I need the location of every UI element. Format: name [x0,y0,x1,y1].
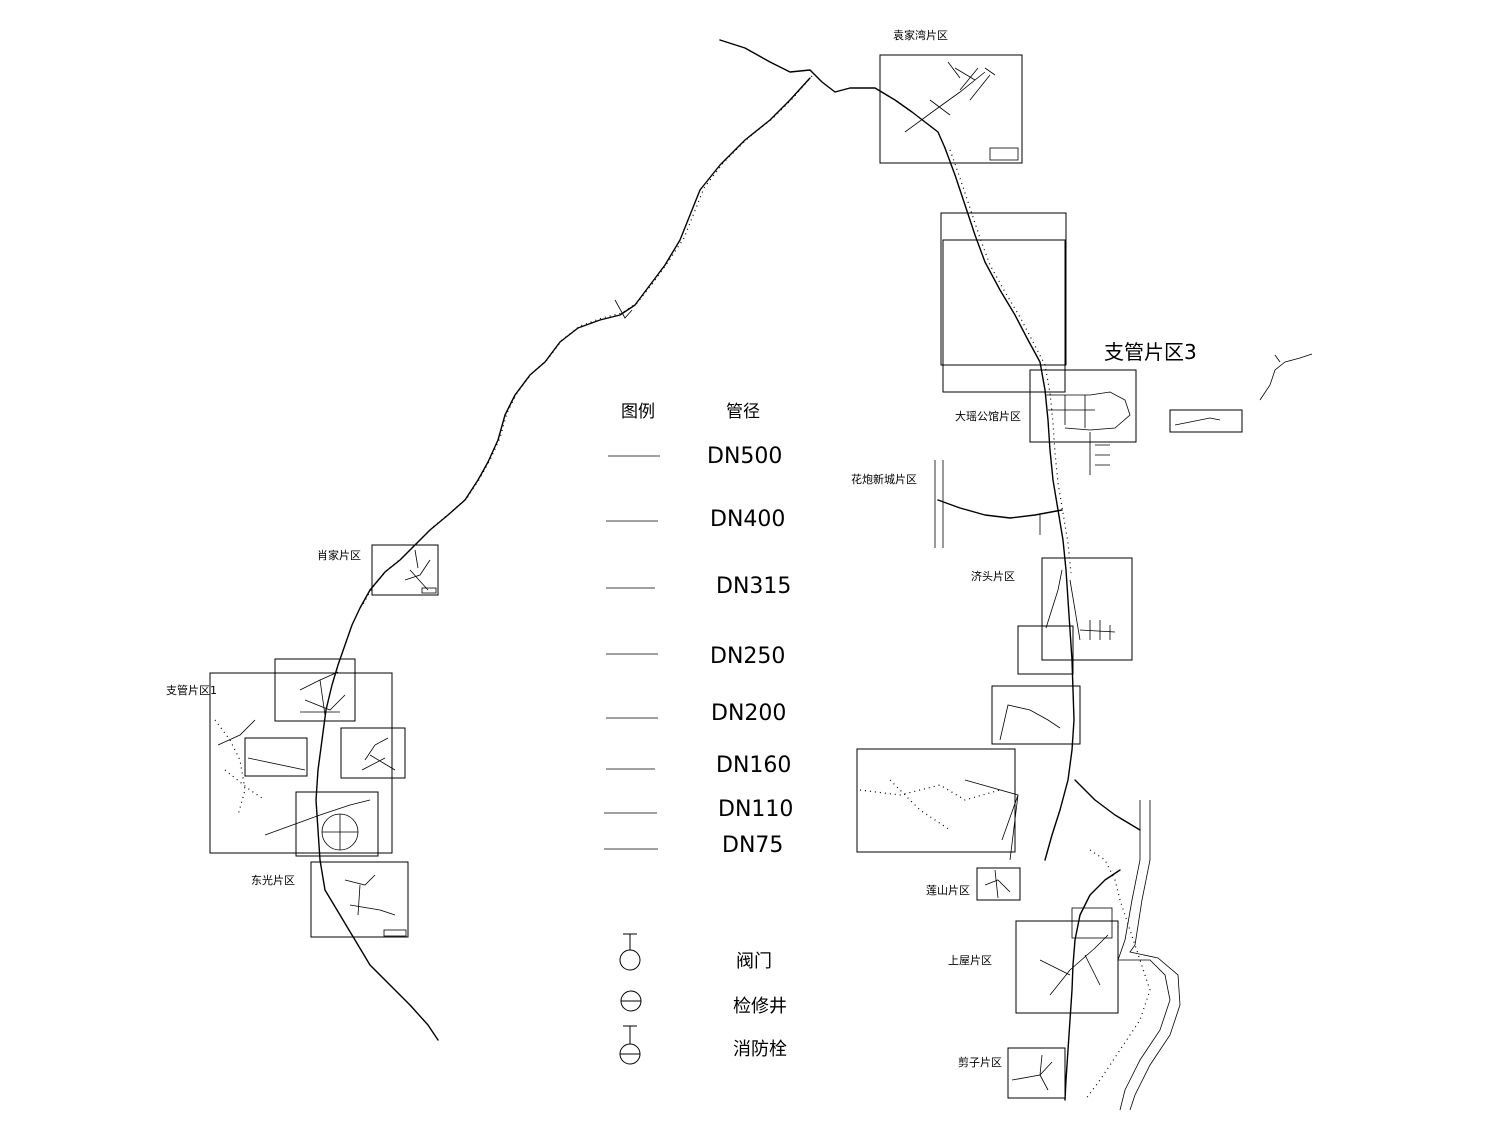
frame-dongguang [310,861,409,938]
frame-zhiguan1-a [274,658,356,722]
frame-yuanjiawan-3 [942,239,1066,393]
label-xiaojia: 肖家片区 [317,548,361,562]
zone-labels: 袁家湾片区 肖家片区 支管片区1 东光片区 支管片区3 大瑶公馆片区 花炮新城片… [166,28,1197,1069]
frame-jitou-2 [1017,625,1074,675]
legend-dn75: DN75 [722,833,783,858]
label-lianshan: 莲山片区 [926,884,970,897]
legend-dn250: DN250 [710,644,785,669]
legend-dn400: DN400 [710,507,785,532]
frame-mid-east-2 [856,748,1016,853]
frame-zhiguan3 [1169,409,1243,433]
frame-jitou [1041,557,1133,661]
frame-dalugongguan [1029,369,1137,443]
frame-xiaojia [371,544,439,596]
legend-dn110: DN110 [718,797,793,822]
huapao-section [934,460,1063,548]
branch-northeast [1259,353,1313,401]
road-southeast [1117,800,1181,1111]
legend-diameter-header: 管径 [726,402,760,422]
frame-mid-east [991,685,1081,745]
frame-zhiguan1-b [340,727,406,779]
label-dongguang: 东光片区 [251,873,295,887]
frame-lianshan [976,867,1021,901]
inspection-well-icon [620,990,642,1012]
frame-yuanjiawan-2 [940,212,1067,366]
frame-shangwu [1015,920,1119,1014]
legend-dn200: DN200 [711,701,786,726]
label-huapaoxincheng: 花炮新城片区 [851,472,917,486]
main-pipeline-east [944,147,1151,1101]
zone-frames [209,54,1243,1099]
label-yuanjiawan: 袁家湾片区 [893,28,948,42]
legend: 图例 管径 DN500 DN400 DN315 DN250 DN200 DN16… [604,402,793,1065]
frame-zhiguan1-d [295,791,379,857]
frame-zhiguan1-c [244,737,308,777]
legend-valve: 阀门 [736,951,772,972]
label-zhiguan1: 支管片区1 [166,683,217,697]
fire-hydrant-icon [619,1025,641,1065]
valve-icon [619,933,641,971]
legend-dn315: DN315 [716,574,791,599]
zone-details [214,61,1221,1091]
frame-jianzi [1007,1047,1066,1099]
legend-dn160: DN160 [716,753,791,778]
legend-inspection-well: 检修井 [733,996,787,1017]
label-dalugongguan: 大瑶公馆片区 [955,409,1021,423]
label-zhiguan3: 支管片区3 [1104,340,1197,364]
legend-dn500: DN500 [707,444,782,469]
label-jianzi: 剪子片区 [958,1055,1002,1069]
frame-yuanjiawan [879,54,1023,164]
label-jitou: 济头片区 [971,569,1015,583]
legend-fire-hydrant: 消防栓 [733,1039,787,1060]
label-shangwu: 上屋片区 [948,954,992,967]
legend-title: 图例 [621,402,655,422]
frame-zhiguan1 [209,672,393,854]
main-pipeline-west [315,39,946,1041]
